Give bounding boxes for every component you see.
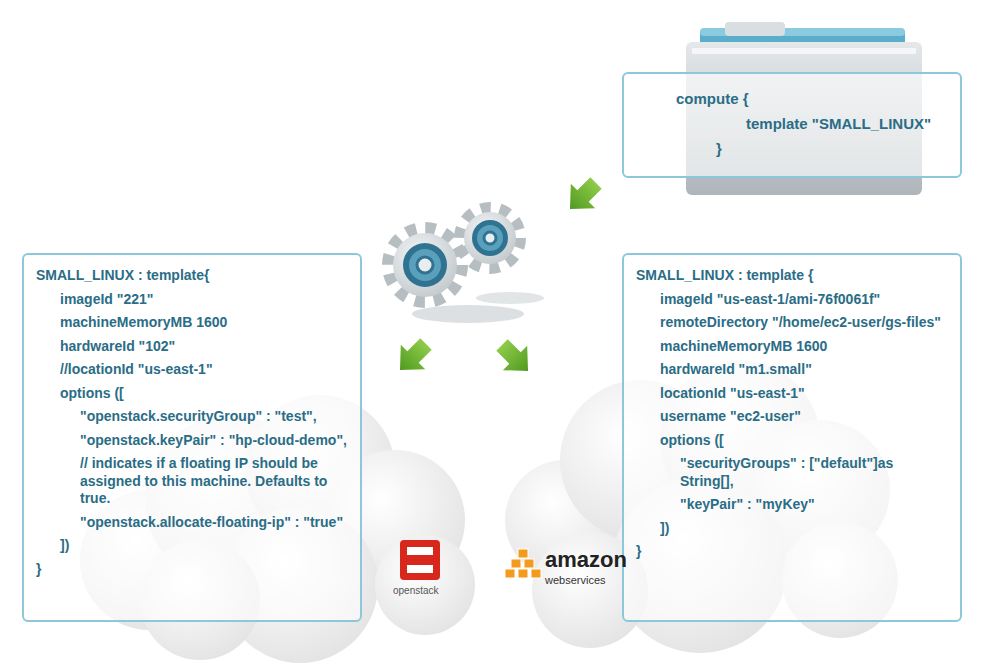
logo-label: openstack <box>393 585 439 596</box>
code-line: // indicates if a floating IP should be … <box>36 455 348 508</box>
code-line: "openstack.keyPair" : "hp-cloud-demo", <box>36 432 348 450</box>
logo-cutout <box>407 547 433 573</box>
code-line: locationId "us-east-1" <box>636 385 948 403</box>
code-line: remoteDirectory "/home/ec2-user/gs-files… <box>636 314 948 332</box>
gear-shadow <box>412 305 524 323</box>
code-line: compute { <box>636 90 948 109</box>
folder-tab-piece <box>725 22 785 36</box>
gear-teeth <box>389 229 461 301</box>
gear-ring <box>472 220 508 256</box>
code-line: username "ec2-user" <box>636 408 948 426</box>
logo-cube <box>511 559 521 568</box>
code-line: } <box>636 543 948 561</box>
folder-code-box: compute { template "SMALL_LINUX"} <box>622 72 962 178</box>
gear-icon <box>460 208 520 268</box>
gear-body <box>464 212 516 264</box>
code-line: hardwareId "m1.small" <box>636 361 948 379</box>
gear-icon <box>389 229 461 301</box>
gear-teeth <box>460 208 520 268</box>
logo-square <box>400 540 440 580</box>
logo-cube <box>518 569 528 578</box>
cloud-puff <box>375 535 475 635</box>
code-line: imageId "221" <box>36 291 348 309</box>
gear-hub <box>417 257 433 273</box>
code-line: options ([ <box>36 385 348 403</box>
code-line: hardwareId "102" <box>36 338 348 356</box>
logo-cube <box>505 569 515 578</box>
gear-hub <box>484 232 496 244</box>
template-code-box: SMALL_LINUX : template { imageId "us-east… <box>622 253 962 622</box>
code-line: "openstack.securityGroup" : "test", <box>36 408 348 426</box>
logo-cube <box>531 569 541 578</box>
folder-paper <box>692 48 916 54</box>
logo-label: amazon <box>545 548 627 572</box>
code-line: template "SMALL_LINUX" <box>636 115 948 134</box>
gear-shadow <box>476 292 544 304</box>
template-code-box: SMALL_LINUX : template{ imageId "221" mach… <box>22 253 362 622</box>
flow-arrow <box>558 171 608 221</box>
logo-band <box>407 555 433 565</box>
gear-ring <box>477 225 503 251</box>
gear-body <box>393 233 457 297</box>
code-line: //locationId "us-east-1" <box>36 361 348 379</box>
logo-cube <box>518 549 528 558</box>
logo-label: webservices <box>545 574 606 586</box>
code-line: } <box>36 561 348 579</box>
code-line: "keyPair" : "myKey" <box>636 496 948 514</box>
code-line: SMALL_LINUX : template { <box>636 267 948 285</box>
code-line: ]) <box>36 537 348 555</box>
flow-arrow <box>490 333 540 383</box>
code-line: machineMemoryMB 1600 <box>636 338 948 356</box>
gear-ring <box>403 243 447 287</box>
logo-cube <box>524 559 534 568</box>
code-line: } <box>636 140 948 159</box>
code-line: SMALL_LINUX : template{ <box>36 267 348 285</box>
gear-ring <box>409 249 441 281</box>
code-line: imageId "us-east-1/ami-76f0061f" <box>636 291 948 309</box>
code-line: "securityGroups" : ["default"]as String[… <box>636 455 948 490</box>
code-line: machineMemoryMB 1600 <box>36 314 348 332</box>
code-line: ]) <box>636 520 948 538</box>
code-line: "openstack.allocate-floating-ip" : "true… <box>36 514 348 532</box>
openstack-logo <box>400 540 440 580</box>
aws-logo <box>505 549 541 578</box>
code-line: options ([ <box>636 432 948 450</box>
flow-arrow <box>388 332 438 382</box>
